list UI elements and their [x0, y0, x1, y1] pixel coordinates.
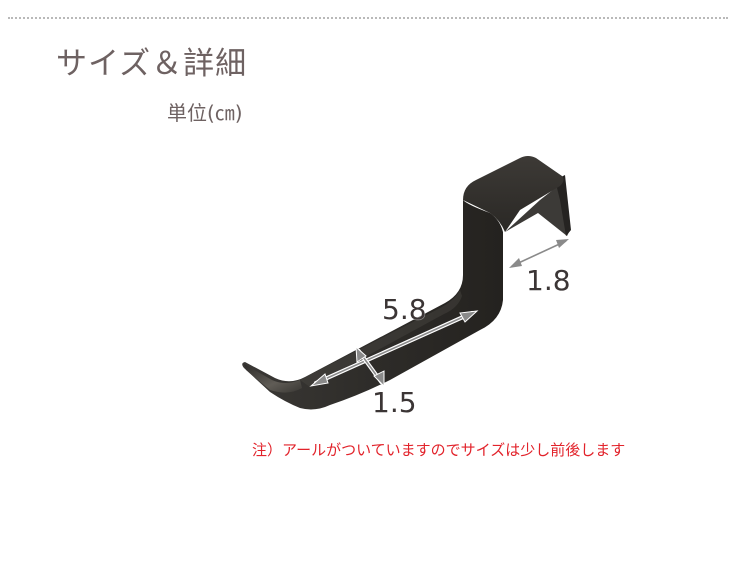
hook-back-flap	[505, 182, 570, 236]
depth-arrow	[509, 239, 569, 268]
dotted-divider	[8, 17, 728, 19]
page-title: サイズ＆詳細	[56, 46, 248, 82]
width-arrow	[355, 345, 385, 388]
length-arrow	[309, 310, 479, 387]
width-dimension-label: 1.5	[372, 386, 417, 419]
length-dimension-label: 5.8	[382, 293, 427, 326]
unit-label: 単位(㎝)	[167, 101, 243, 125]
depth-dimension-label: 1.8	[526, 264, 571, 297]
size-variation-note: 注）アールがついていますのでサイズは少し前後します	[252, 441, 626, 459]
